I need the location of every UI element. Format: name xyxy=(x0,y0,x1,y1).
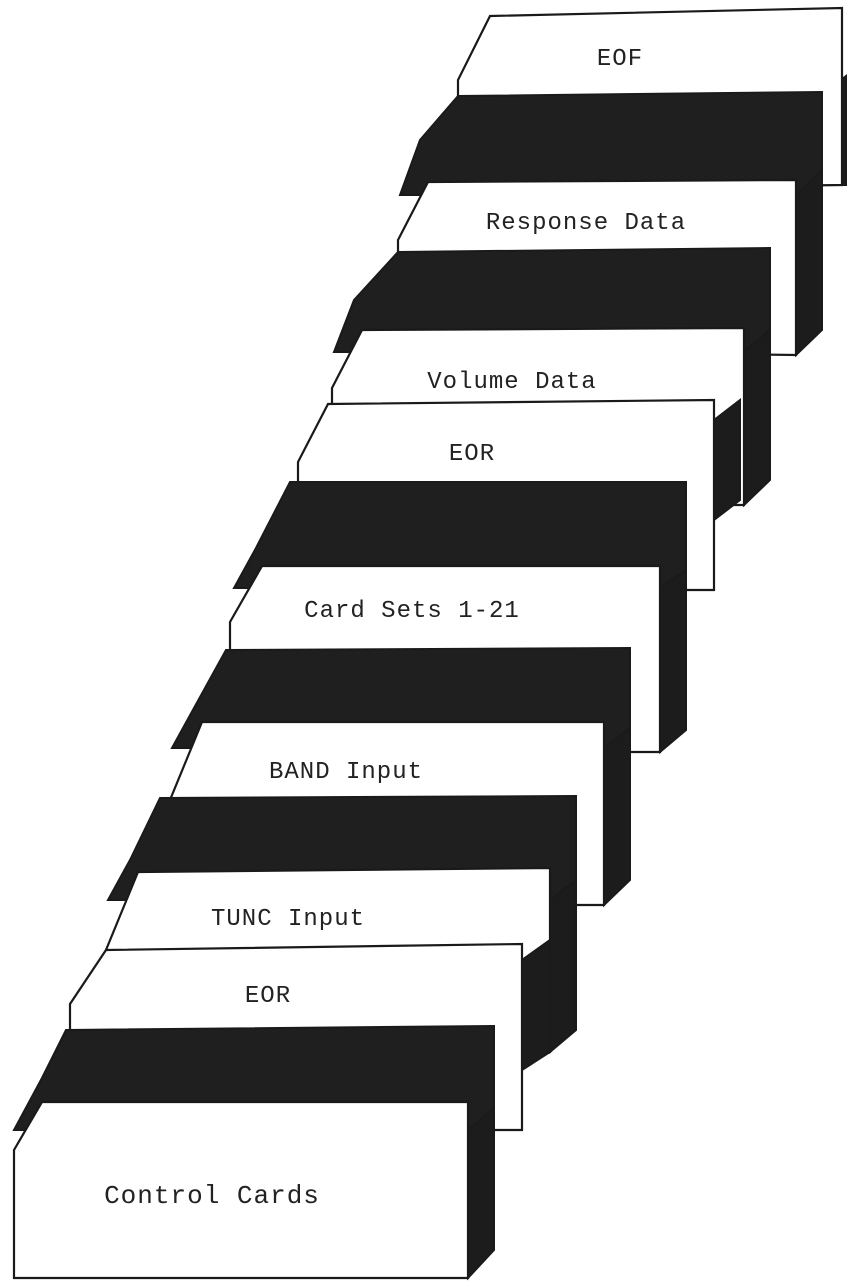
card-tunc-input-side xyxy=(550,880,576,1052)
card-tunc-input-label: TUNC Input xyxy=(211,906,365,933)
card-control-cards-side xyxy=(468,1108,494,1278)
card-card-sets-label: Card Sets 1-21 xyxy=(304,598,520,625)
card-eor-lower-label: EOR xyxy=(245,983,291,1010)
card-eor-lower-side xyxy=(522,940,550,1070)
card-control-cards: Control Cards xyxy=(14,1102,494,1278)
card-eor-upper-side xyxy=(714,400,740,520)
card-response-data-side xyxy=(796,170,822,355)
card-volume-data-side xyxy=(744,330,770,505)
card-response-data-label: Response Data xyxy=(486,210,686,237)
card-card-sets-side xyxy=(660,570,686,752)
card-volume-data-label: Volume Data xyxy=(427,369,596,396)
card-eof-label: EOF xyxy=(597,46,643,73)
card-control-cards-label: Control Cards xyxy=(104,1181,320,1211)
card-band-input-side xyxy=(604,728,630,905)
card-band-input-label: BAND Input xyxy=(269,759,423,786)
card-eor-upper-label: EOR xyxy=(449,441,495,468)
